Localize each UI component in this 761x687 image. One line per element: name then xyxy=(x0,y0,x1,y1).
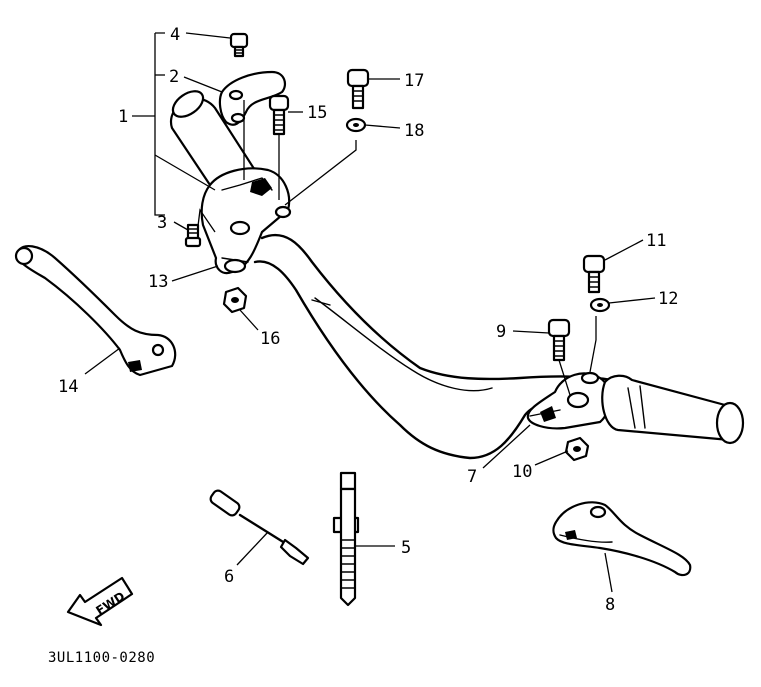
callout-13: 13 xyxy=(148,272,168,292)
handlebar xyxy=(253,233,614,460)
left-switch-housing xyxy=(200,167,292,275)
screw-15 xyxy=(268,94,290,136)
clamp-2 xyxy=(218,70,286,126)
cable-tie-5 xyxy=(332,471,360,607)
callout-12: 12 xyxy=(658,289,678,309)
callout-labels: 4 2 1 15 17 18 3 13 16 14 11 12 9 7 10 5… xyxy=(58,25,678,615)
callout-16: 16 xyxy=(260,329,280,349)
callout-11: 11 xyxy=(646,231,666,251)
callout-1: 1 xyxy=(118,107,128,127)
callout-2: 2 xyxy=(169,67,179,87)
brake-lever xyxy=(552,501,692,577)
fwd-arrow-icon: FWD xyxy=(66,576,134,627)
leader-lines xyxy=(84,32,656,593)
callout-15: 15 xyxy=(307,103,327,123)
throttle-housing xyxy=(526,371,612,430)
bolt-4 xyxy=(229,32,249,58)
cable-6 xyxy=(209,489,310,566)
nut-10 xyxy=(564,436,590,462)
screw-9 xyxy=(547,318,571,362)
washer-18 xyxy=(345,117,367,133)
callout-7: 7 xyxy=(467,467,477,487)
callout-8: 8 xyxy=(605,595,615,615)
nut-16 xyxy=(222,286,248,314)
screw-17 xyxy=(346,68,370,110)
callout-14: 14 xyxy=(58,377,78,397)
callout-3: 3 xyxy=(157,213,167,233)
callout-9: 9 xyxy=(496,322,506,342)
callout-17: 17 xyxy=(404,71,424,91)
right-grip xyxy=(601,374,745,445)
diagram-code: 3UL1100-0280 xyxy=(48,650,155,666)
callout-18: 18 xyxy=(404,121,424,141)
callout-6: 6 xyxy=(224,567,234,587)
clutch-lever xyxy=(14,244,177,377)
screw-11 xyxy=(582,254,606,294)
washer-12 xyxy=(589,297,611,313)
callout-4: 4 xyxy=(170,25,180,45)
callout-10: 10 xyxy=(512,462,532,482)
screw-3 xyxy=(184,223,202,248)
callout-5: 5 xyxy=(401,538,411,558)
